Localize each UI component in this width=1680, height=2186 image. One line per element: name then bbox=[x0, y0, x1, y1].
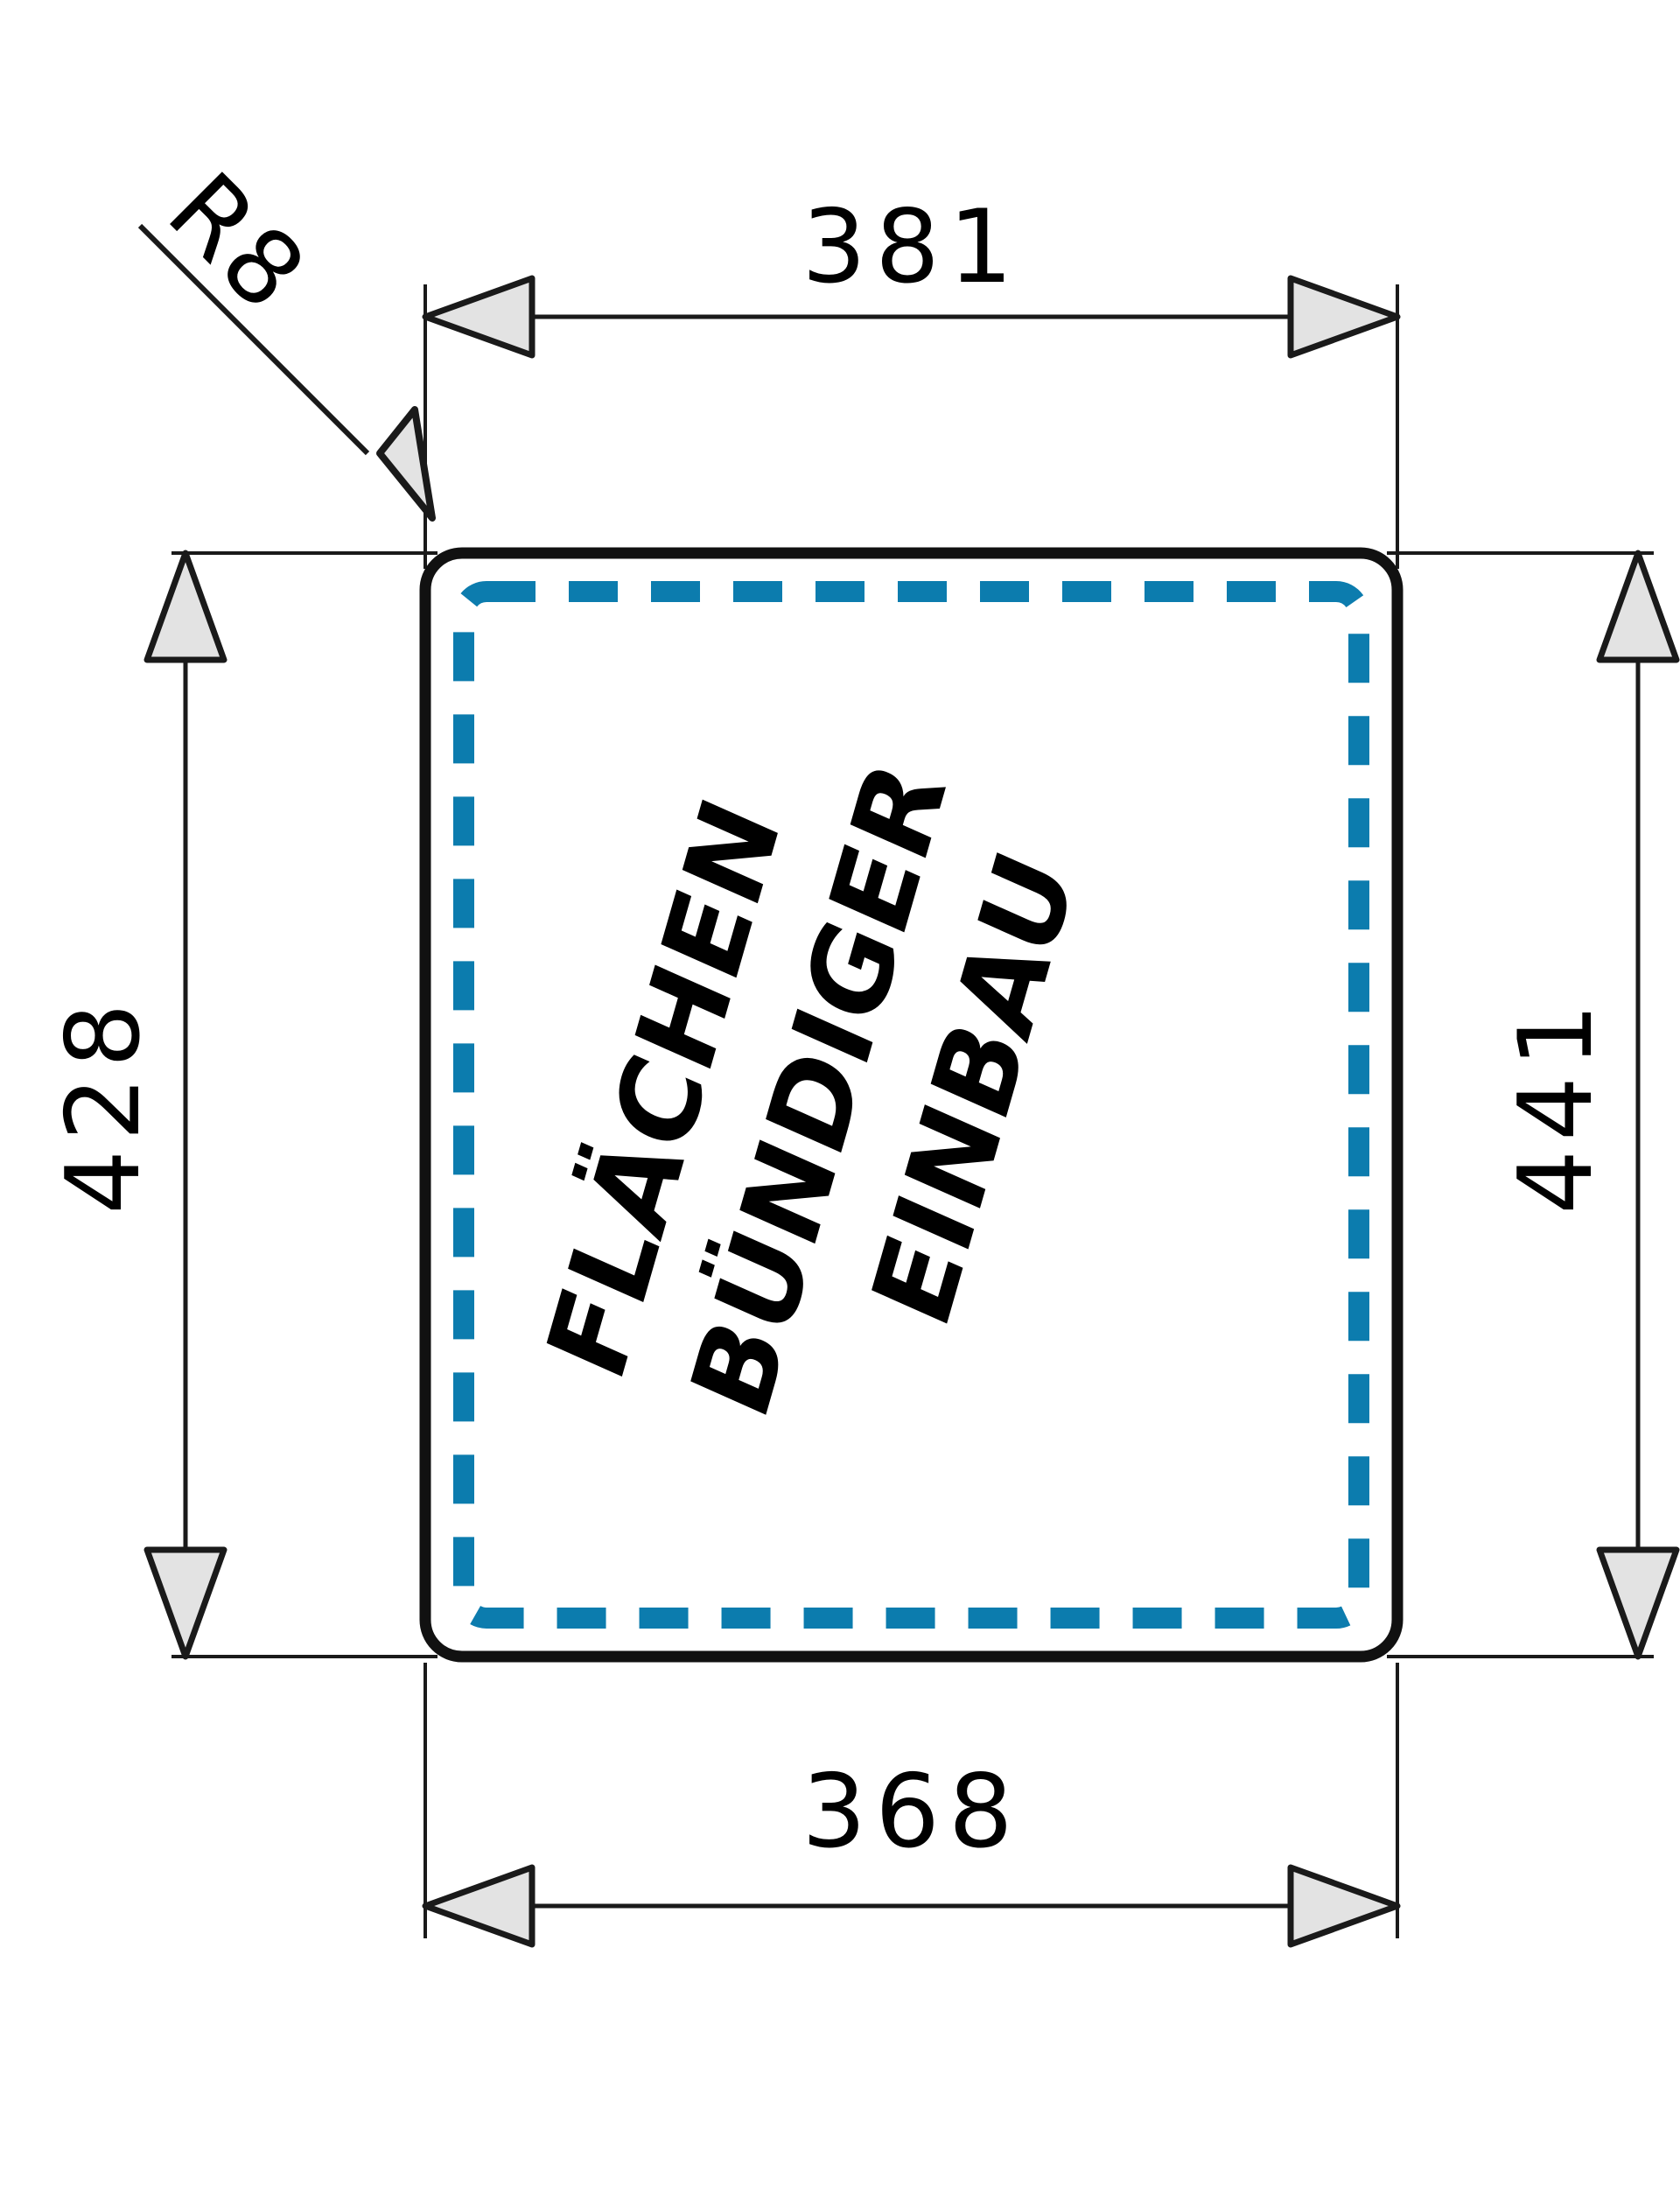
dimension-left-428: 428 bbox=[45, 550, 228, 1660]
leader-line-r8 bbox=[137, 223, 370, 456]
extension-lines bbox=[172, 284, 1654, 1938]
dimension-top-381: 381 bbox=[422, 188, 1401, 359]
dimension-label-bottom: 368 bbox=[802, 1753, 1021, 1871]
arrowhead-top-right bbox=[1287, 275, 1401, 359]
arrowhead-right-bottom bbox=[1596, 1546, 1680, 1660]
dimension-label-top: 381 bbox=[802, 188, 1021, 306]
arrowhead-top-left bbox=[422, 275, 536, 359]
arrowhead-left-bottom bbox=[144, 1546, 228, 1660]
flush-mount-stamp: FLÄCHEN BÜNDIGER EINBAU bbox=[523, 741, 1100, 1435]
radius-callout-label: R8 bbox=[145, 151, 329, 334]
rounded-rectangle-outline bbox=[419, 547, 1404, 1663]
arrowhead-bottom-right bbox=[1287, 1864, 1401, 1948]
dimension-label-left: 428 bbox=[45, 994, 163, 1214]
arrowhead-r8 bbox=[376, 406, 436, 522]
flush-mount-dashed-guide bbox=[453, 581, 1369, 1629]
dimension-label-right: 441 bbox=[1497, 994, 1615, 1214]
arrowhead-left-top bbox=[144, 550, 228, 663]
arrowhead-right-top bbox=[1596, 550, 1680, 663]
dimension-right-441: 441 bbox=[1497, 550, 1680, 1660]
arrowhead-bottom-left bbox=[422, 1864, 536, 1948]
basin-outline-group bbox=[419, 547, 1404, 1663]
radius-callout-r8: R8 bbox=[137, 151, 436, 522]
dimension-bottom-368: 368 bbox=[422, 1753, 1401, 1948]
